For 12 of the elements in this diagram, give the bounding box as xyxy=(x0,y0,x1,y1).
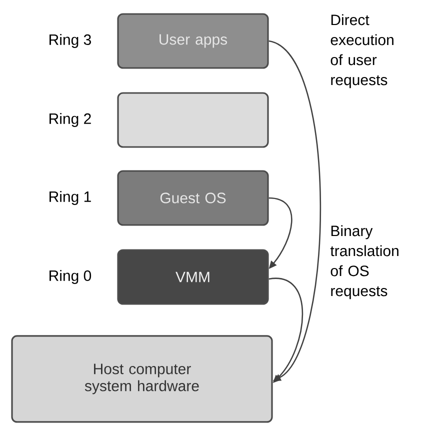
ring-box: User apps xyxy=(117,13,269,69)
ring-box: Guest OS xyxy=(117,170,269,226)
annotation-text: Direct execution of user requests xyxy=(330,14,394,88)
ring-label: Ring 2 xyxy=(50,113,91,127)
curved-arrow xyxy=(268,40,322,381)
ring-label: Ring 3 xyxy=(50,34,91,48)
annotation-text: Binary translation of OS requests xyxy=(330,225,398,300)
hardware-box: Host computer system hardware xyxy=(11,335,273,423)
ring-label: Ring 0 xyxy=(50,270,92,284)
ring-box: VMM xyxy=(117,249,269,305)
ring-label: Ring 1 xyxy=(50,191,91,205)
empty-box xyxy=(117,92,269,148)
